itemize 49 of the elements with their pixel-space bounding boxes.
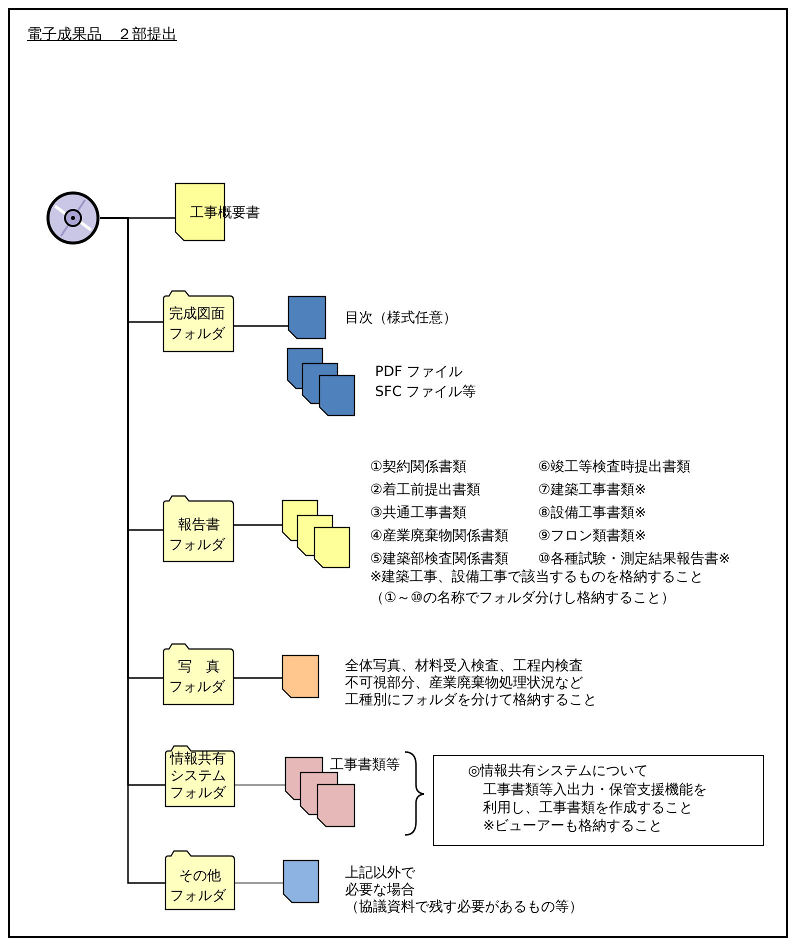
folder-icon xyxy=(163,643,234,705)
folder-icon xyxy=(163,290,234,352)
caption-text: ⑧設備工事書類※ xyxy=(538,505,646,522)
folder-icon xyxy=(165,745,235,807)
caption-text: ⑩各種試験・測定結果報告書※ xyxy=(538,551,730,568)
folder-label: 情報共有システムフォルダ xyxy=(170,751,227,802)
caption-text: ②着工前提出書類 xyxy=(370,482,481,499)
title: 電子成果品 ２部提出 xyxy=(27,25,178,43)
folder-icon xyxy=(163,495,234,562)
caption-text: ④産業廃棄物関係書類 xyxy=(370,528,509,545)
connector-line xyxy=(234,325,288,327)
connector-line xyxy=(234,524,282,526)
folder-label: 完成図面フォルダ xyxy=(169,305,226,344)
connector-line xyxy=(235,882,283,884)
note-text: 工事書類等入出力・保管支援機能を利用し、工事書類を作成すること xyxy=(483,781,708,817)
note-box xyxy=(433,755,764,846)
folder-label: 写 真フォルダ xyxy=(169,658,226,697)
caption-text: ①契約関係書類 xyxy=(370,459,467,476)
document-stack-icon xyxy=(282,500,352,570)
caption-text: （①～⑩の名称でフォルダ分けし格納すること） xyxy=(370,590,676,607)
document-icon xyxy=(283,860,319,903)
caption-text: 必要な場合 xyxy=(345,882,415,899)
caption-text: ※建築工事、設備工事で該当するものを格納すること xyxy=(370,569,704,586)
folder-icon xyxy=(165,850,235,910)
caption-text: ⑦建築工事書類※ xyxy=(538,482,646,499)
caption-text: ⑤建築部検査関係書類 xyxy=(370,551,509,568)
caption-text: PDF ファイル xyxy=(375,364,463,381)
caption-text: 工種別にフォルダを分けて格納すること xyxy=(345,692,597,709)
caption-text: 上記以外で xyxy=(345,865,415,882)
connector-line xyxy=(235,784,285,786)
note-text: ◎情報共有システムについて xyxy=(468,762,648,780)
caption-text: ⑥竣工等検査時提出書類 xyxy=(538,459,691,476)
document-stack-icon xyxy=(287,348,357,418)
caption-text: 目次（様式任意） xyxy=(345,310,457,327)
connector-line xyxy=(234,677,282,679)
folder-label: 報告書フォルダ xyxy=(169,516,226,555)
document-stack-icon xyxy=(285,757,357,829)
caption-text: ⑨フロン類書類※ xyxy=(538,528,646,545)
caption-text: 工事書類等 xyxy=(330,757,400,774)
caption-text: SFC ファイル等 xyxy=(375,384,476,401)
folder-label: その他フォルダ xyxy=(170,867,227,906)
document-icon xyxy=(282,655,319,698)
document-icon xyxy=(288,296,326,339)
caption-text: 全体写真、材料受入検査、工程内検査 xyxy=(345,658,583,675)
caption-text: （協議資料で残す必要があるもの等） xyxy=(345,899,583,916)
caption-text: ③共通工事書類 xyxy=(370,505,467,522)
caption-text: 不可視部分、産業廃棄物処理状況など xyxy=(345,675,583,692)
disc-drawing xyxy=(46,191,100,245)
note-text: ※ビューアーも格納すること xyxy=(483,817,663,835)
